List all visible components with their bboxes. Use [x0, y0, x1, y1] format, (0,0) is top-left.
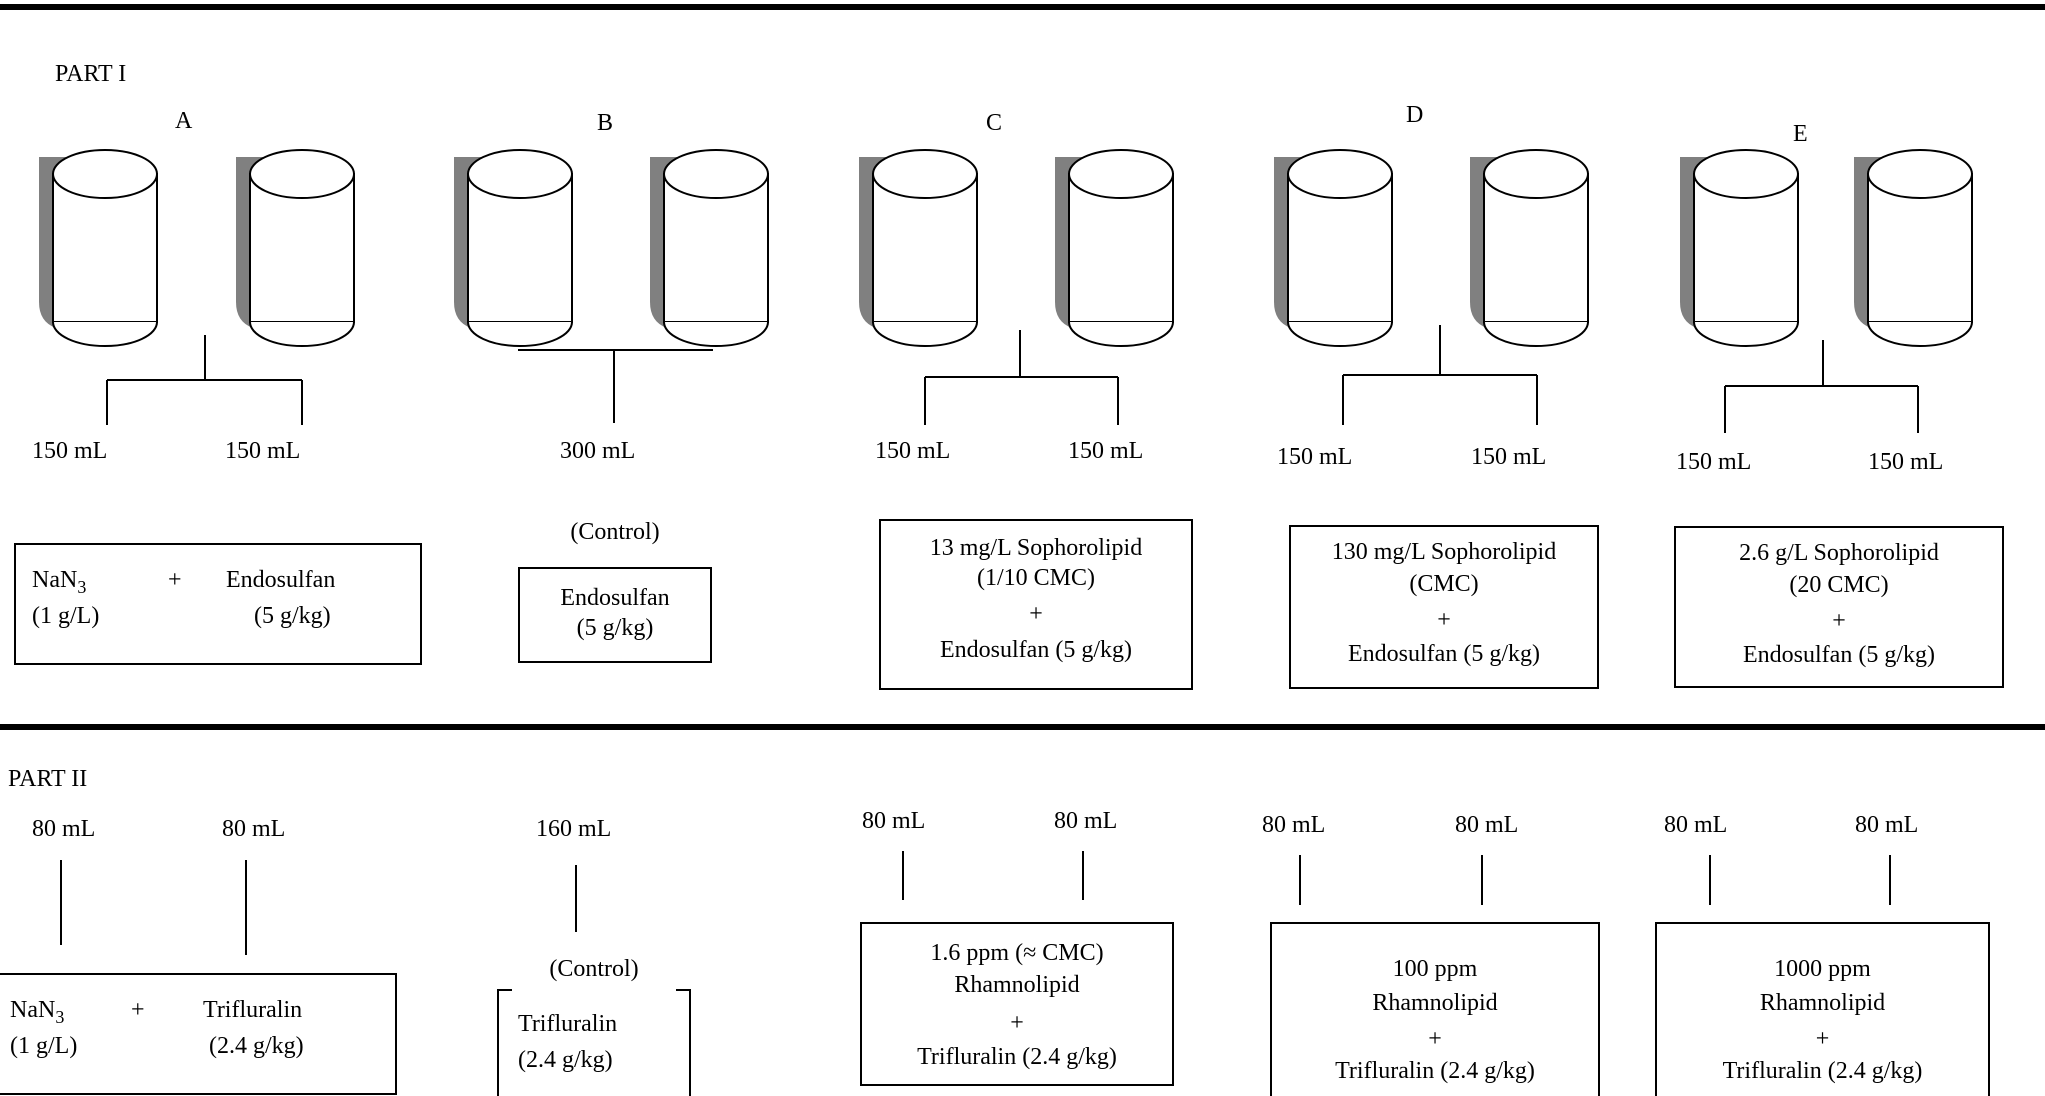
volume-c-1: 150 mL [875, 438, 951, 464]
treatment-box-b: Endosulfan (5 g/kg) [518, 567, 712, 663]
bottle-group-d [1273, 149, 1589, 347]
group-letter-d: D [1406, 102, 1424, 128]
volume-e-1: 150 mL [1676, 449, 1752, 475]
control-label-p2: (Control) [549, 956, 639, 982]
treatment-p2-5-line2: Rhamnolipid [1759, 990, 1886, 1016]
treatment-box-p2-5: 1000 ppm Rhamnolipid + Trifluralin (2.4 … [1655, 922, 1990, 1096]
volume-e-2: 150 mL [1868, 449, 1944, 475]
treatment-p2-1-left: NaN3 [10, 997, 65, 1027]
volume-p2-5a: 80 mL [1664, 812, 1728, 838]
volume-d-1: 150 mL [1277, 444, 1353, 470]
group-letter-e: E [1793, 121, 1808, 147]
treatment-box-c: 13 mg/L Sophorolipid (1/10 CMC) + Endosu… [879, 519, 1193, 690]
control-label-b: (Control) [570, 519, 660, 545]
volume-p2-4b: 80 mL [1455, 812, 1519, 838]
treatment-p2-1-right: Trifluralin [203, 997, 303, 1023]
connector-a [106, 335, 303, 425]
connector-b [518, 349, 713, 423]
volume-d-2: 150 mL [1471, 444, 1547, 470]
treatment-e-line2: (20 CMC) [1789, 572, 1889, 598]
treatment-p2-1-op: + [131, 997, 145, 1023]
stem-p2-5 [1709, 855, 1891, 905]
treatment-box-p2-1: NaN3 (1 g/L) + Trifluralin (2.4 g/kg) [0, 973, 397, 1095]
volume-p2-1a: 80 mL [32, 816, 96, 842]
treatment-box-e: 2.6 g/L Sophorolipid (20 CMC) + Endosulf… [1674, 526, 2004, 688]
connector-c [924, 330, 1119, 425]
treatment-e-line3: Endosulfan (5 g/kg) [1743, 642, 1935, 668]
treatment-b-line2: (5 g/kg) [576, 615, 654, 641]
part-two-title: PART II [8, 766, 88, 792]
treatment-e-line1: 2.6 g/L Sophorolipid [1739, 540, 1939, 566]
treatment-a-right-dose: (5 g/kg) [254, 603, 331, 629]
part-one-title: PART I [55, 61, 127, 87]
treatment-a-left-dose: (1 g/L) [32, 603, 100, 629]
connector-d [1342, 325, 1538, 425]
treatment-p2-3-line3: Trifluralin (2.4 g/kg) [917, 1044, 1117, 1070]
volume-a-1: 150 mL [32, 438, 108, 464]
treatment-p2-4-op: + [1428, 1026, 1442, 1052]
treatment-p2-1-right-dose: (2.4 g/kg) [209, 1033, 304, 1059]
top-divider [0, 4, 2045, 10]
bottle-group-a [38, 149, 355, 347]
treatment-d-line3: Endosulfan (5 g/kg) [1348, 641, 1540, 667]
bottle-group-c [858, 149, 1174, 347]
treatment-p2-5-line3: Trifluralin (2.4 g/kg) [1722, 1058, 1923, 1084]
connector-e [1724, 340, 1919, 433]
treatment-p2-2-line2: (2.4 g/kg) [518, 1047, 613, 1073]
middle-divider [0, 724, 2045, 730]
treatment-p2-3-line1: 1.6 ppm (≈ CMC) [930, 940, 1104, 966]
stem-p2-4 [1299, 855, 1483, 905]
treatment-box-p2-4: 100 ppm Rhamnolipid + Trifluralin (2.4 g… [1270, 922, 1600, 1096]
volume-p2-2: 160 mL [536, 816, 612, 842]
treatment-p2-3-op: + [1010, 1010, 1024, 1036]
treatment-box-d: 130 mg/L Sophorolipid (CMC) + Endosulfan… [1289, 525, 1599, 689]
treatment-e-op: + [1832, 608, 1846, 634]
volume-p2-3b: 80 mL [1054, 808, 1118, 834]
treatment-p2-4-line2: Rhamnolipid [1372, 990, 1498, 1016]
bottle-group-b [453, 149, 769, 347]
treatment-d-line2: (CMC) [1409, 571, 1479, 597]
treatment-a-op: + [168, 567, 182, 593]
treatment-box-p2-3: 1.6 ppm (≈ CMC) Rhamnolipid + Triflurali… [860, 922, 1174, 1086]
treatment-c-op: + [1029, 601, 1043, 627]
treatment-c-line2: (1/10 CMC) [976, 565, 1095, 591]
treatment-p2-4-line3: Trifluralin (2.4 g/kg) [1335, 1058, 1535, 1084]
treatment-p2-4-line1: 100 ppm [1392, 956, 1478, 982]
volume-p2-5b: 80 mL [1855, 812, 1919, 838]
group-letter-b: B [597, 110, 614, 136]
stem-p2-1 [60, 860, 247, 955]
treatment-a-left: NaN3 [32, 567, 87, 597]
treatment-box-a: NaN3 (1 g/L) + Endosulfan (5 g/kg) [14, 543, 422, 665]
treatment-p2-2-line1: Trifluralin [518, 1011, 618, 1037]
control-bracket-p2 [497, 989, 691, 1096]
volume-a-2: 150 mL [225, 438, 301, 464]
volume-p2-1b: 80 mL [222, 816, 286, 842]
treatment-a-right: Endosulfan [226, 567, 336, 593]
treatment-d-line1: 130 mg/L Sophorolipid [1331, 539, 1557, 565]
bottle-group-e [1679, 149, 1973, 347]
treatment-p2-5-op: + [1815, 1026, 1830, 1052]
treatment-p2-1-left-dose: (1 g/L) [10, 1033, 78, 1059]
treatment-p2-5-line1: 1000 ppm [1774, 956, 1871, 982]
treatment-c-line1: 13 mg/L Sophorolipid [929, 535, 1143, 561]
volume-b: 300 mL [560, 438, 636, 464]
volume-p2-4a: 80 mL [1262, 812, 1326, 838]
treatment-b-line1: Endosulfan [560, 585, 670, 611]
treatment-c-line3: Endosulfan (5 g/kg) [940, 637, 1132, 663]
group-letter-a: A [175, 108, 193, 134]
volume-c-2: 150 mL [1068, 438, 1144, 464]
stem-p2-3 [902, 851, 1084, 900]
group-letter-c: C [986, 110, 1003, 136]
volume-p2-3a: 80 mL [862, 808, 926, 834]
treatment-d-op: + [1437, 607, 1451, 633]
treatment-p2-3-line2: Rhamnolipid [954, 972, 1080, 998]
